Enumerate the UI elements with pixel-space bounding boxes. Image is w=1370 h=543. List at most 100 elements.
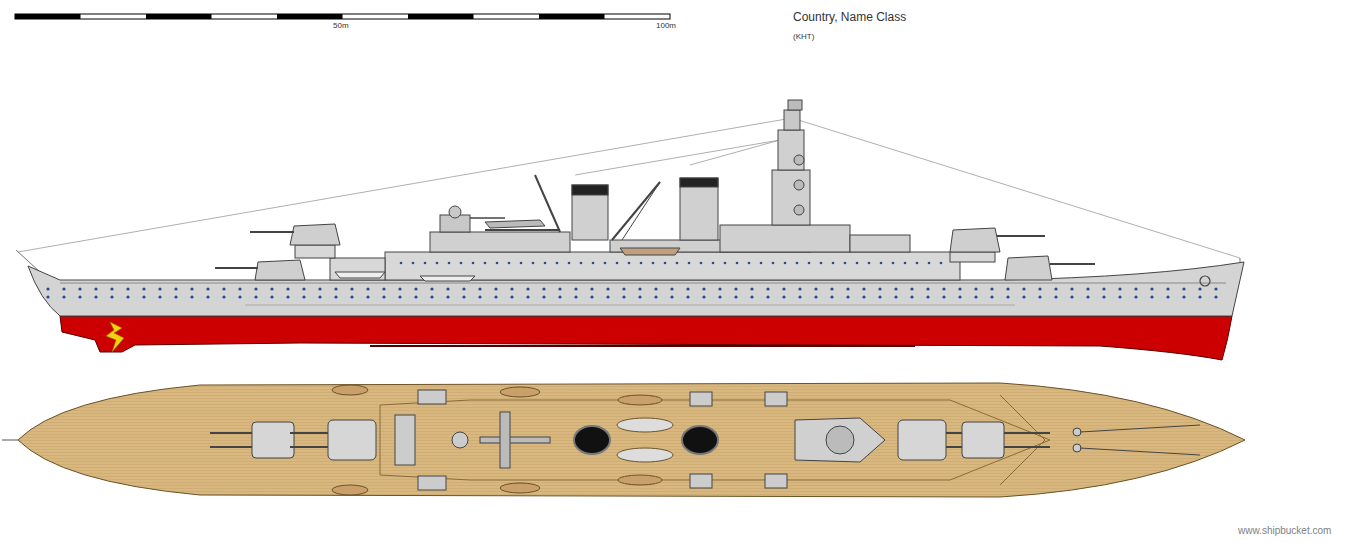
scale-label: 50m xyxy=(333,22,349,31)
superstructure-side xyxy=(622,182,660,240)
deck-plan xyxy=(418,476,446,490)
class-code: (KHT) xyxy=(793,33,814,42)
deck-plan xyxy=(1080,425,1200,432)
superstructure-side xyxy=(420,276,475,281)
superstructure-side xyxy=(620,248,680,255)
scale-bar xyxy=(15,14,670,19)
rigging xyxy=(690,140,780,165)
superstructure-side xyxy=(680,178,718,187)
gun-turrets-side xyxy=(290,224,340,245)
deck-plan xyxy=(682,426,718,454)
deck-plan xyxy=(395,415,415,465)
deck-plan xyxy=(2,440,18,441)
superstructure-side xyxy=(449,206,461,218)
scale-bar xyxy=(15,14,81,19)
deck-plan xyxy=(332,385,673,495)
superstructure-side xyxy=(794,205,804,215)
deck-plan xyxy=(1000,395,1045,485)
gun-turrets-side xyxy=(215,267,258,269)
class-title: Country, Name Class xyxy=(793,11,906,24)
deck-plan xyxy=(328,420,376,460)
gun-turrets-side xyxy=(950,228,1000,252)
deck-plan xyxy=(962,422,1004,458)
rigging xyxy=(792,118,1240,258)
deck-plan xyxy=(1080,448,1200,455)
deck-plan xyxy=(618,395,662,405)
superstructure-side xyxy=(794,180,804,190)
superstructure-side xyxy=(772,170,810,225)
superstructure-side xyxy=(612,182,660,240)
gun-turrets-side xyxy=(255,260,305,280)
hull-side xyxy=(106,322,124,352)
gun-turrets-side xyxy=(1005,256,1052,280)
watermark: www.shipbucket.com xyxy=(1238,525,1331,536)
superstructure-side xyxy=(395,259,950,267)
scale-bar xyxy=(277,14,343,19)
scale-bar xyxy=(539,14,605,19)
rigging xyxy=(575,140,780,175)
deck-plan xyxy=(452,412,550,468)
hull-side xyxy=(60,283,1226,284)
hull-side xyxy=(370,345,915,347)
gun-turrets-side xyxy=(250,231,294,233)
rigging xyxy=(18,118,792,252)
deck-plan xyxy=(500,483,540,493)
deck-plan xyxy=(210,390,1050,490)
scale-label: 100m xyxy=(656,22,676,31)
deck-plan xyxy=(826,426,854,454)
deck-plan xyxy=(332,485,368,495)
superstructure-side xyxy=(470,217,505,219)
deck-plan xyxy=(418,390,446,404)
superstructure-side xyxy=(784,110,800,130)
deck-plan xyxy=(574,426,610,454)
superstructure-side xyxy=(572,185,608,195)
deck-plan xyxy=(210,446,255,448)
superstructure-side xyxy=(778,130,804,170)
deck-plan xyxy=(690,392,712,406)
deck-plan xyxy=(290,446,330,448)
deck-plan xyxy=(1073,425,1200,455)
gun-turrets-side xyxy=(997,235,1045,237)
deck-plan xyxy=(332,385,368,395)
gun-turrets-side xyxy=(295,245,335,258)
deck-plan xyxy=(765,474,787,488)
rigging xyxy=(16,250,40,272)
scale-bar xyxy=(408,14,474,19)
superstructure-side xyxy=(485,220,545,228)
hull-side xyxy=(60,316,1232,360)
superstructure-side xyxy=(720,225,850,252)
superstructure-side xyxy=(485,229,560,231)
deck-plan xyxy=(1004,432,1050,434)
deck-plan xyxy=(617,448,673,462)
superstructure-side xyxy=(330,258,385,280)
rigging xyxy=(16,118,1240,272)
deck-plan xyxy=(765,392,787,406)
deck-plan xyxy=(795,418,885,462)
gun-turrets-side xyxy=(1050,263,1095,265)
superstructure-side xyxy=(680,178,718,240)
deck-plan xyxy=(252,422,294,458)
deck-plan xyxy=(1073,428,1081,436)
hull-side xyxy=(1200,276,1210,286)
superstructure-side xyxy=(430,232,570,252)
superstructure-side xyxy=(335,272,385,278)
hull-side xyxy=(245,305,1015,306)
gun-turrets-side xyxy=(950,252,995,262)
deck-plan xyxy=(18,383,1245,497)
superstructure-side xyxy=(794,155,804,165)
hull-side xyxy=(40,285,1220,301)
deck-plan xyxy=(1073,444,1081,452)
deck-plan xyxy=(617,418,673,432)
deck-plan xyxy=(380,400,1050,480)
deck-plan xyxy=(480,437,550,443)
gun-turrets-side xyxy=(215,224,1095,280)
deck-plan xyxy=(210,432,255,434)
superstructure-side xyxy=(850,235,910,252)
superstructure-side xyxy=(385,252,960,280)
scale-bar xyxy=(146,14,212,19)
deck-plan xyxy=(2,383,1245,497)
deck-plan xyxy=(898,420,946,460)
scale-bar xyxy=(15,14,670,19)
